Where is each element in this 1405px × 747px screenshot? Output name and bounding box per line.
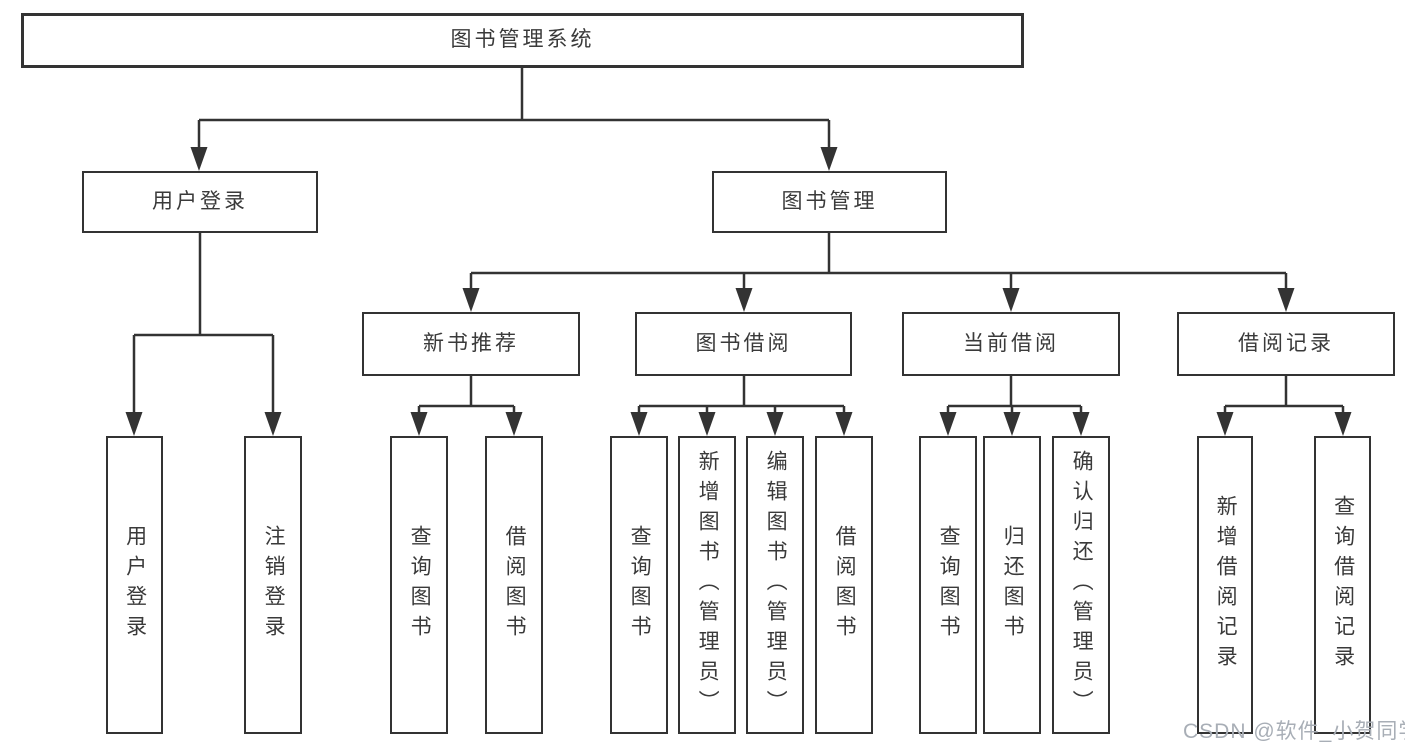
leaf-query-books-recommend: 查询图书 [390, 436, 448, 734]
leaf-borrow-books-recommend: 借阅图书 [485, 436, 543, 734]
leaf-query-books-current: 查询图书 [919, 436, 977, 734]
node-root-system: 图书管理系统 [21, 13, 1024, 68]
leaf-user-login: 用户登录 [106, 436, 163, 734]
csdn-watermark: CSDN @软件_小贺同学 [1183, 720, 1405, 743]
leaf-confirm-return-admin: 确认归还（管理员） [1052, 436, 1110, 734]
node-new-book-recommend: 新书推荐 [362, 312, 580, 376]
leaf-edit-books-admin: 编辑图书（管理员） [746, 436, 804, 734]
node-borrow-records: 借阅记录 [1177, 312, 1395, 376]
leaf-logout: 注销登录 [244, 436, 302, 734]
leaf-return-books: 归还图书 [983, 436, 1041, 734]
leaf-borrow-books: 借阅图书 [815, 436, 873, 734]
leaf-query-borrow-record: 查询借阅记录 [1314, 436, 1371, 734]
arrowheads [125, 147, 1352, 436]
leaf-add-books-admin: 新增图书（管理员） [678, 436, 736, 734]
node-book-management: 图书管理 [712, 171, 947, 233]
node-book-borrow: 图书借阅 [635, 312, 852, 376]
node-user-login: 用户登录 [82, 171, 318, 233]
leaf-add-borrow-record: 新增借阅记录 [1197, 436, 1253, 734]
leaf-query-books-borrow: 查询图书 [610, 436, 668, 734]
node-current-borrow: 当前借阅 [902, 312, 1120, 376]
